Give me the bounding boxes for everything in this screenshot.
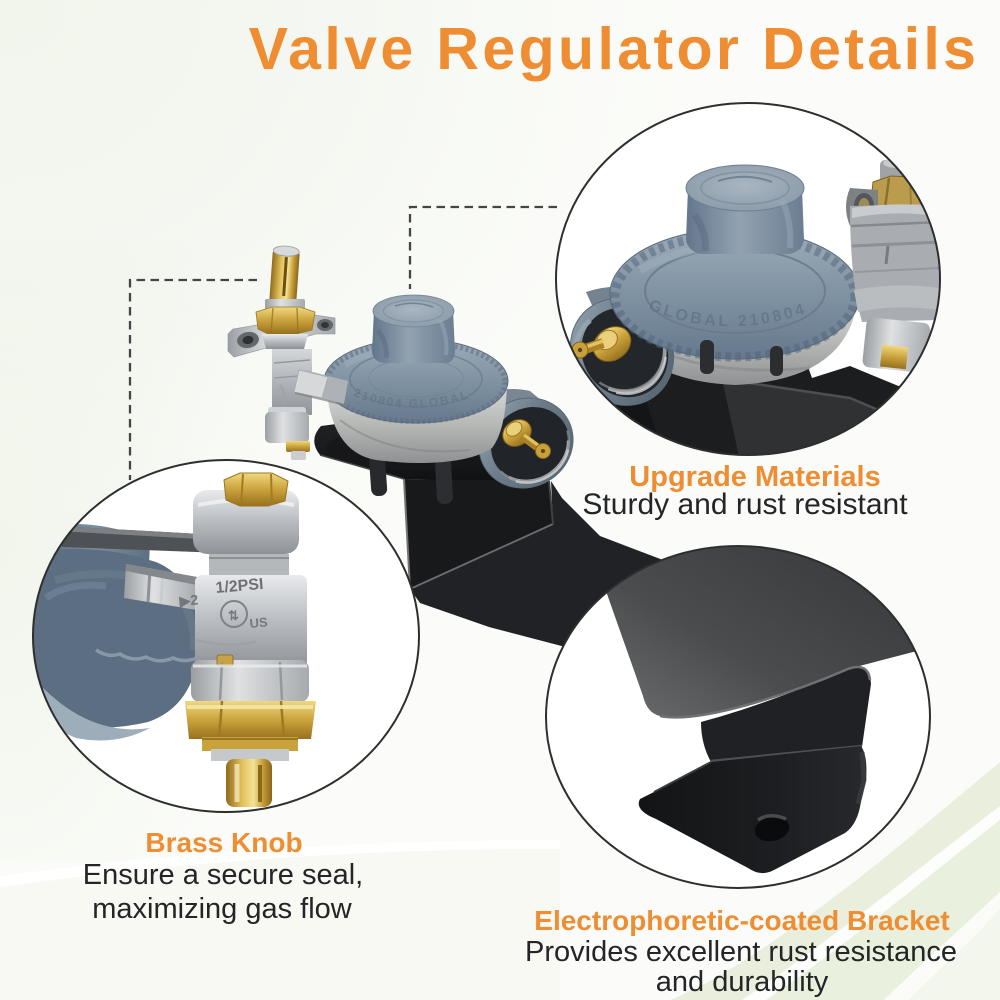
svg-text:Brass Knob: Brass Knob: [145, 827, 302, 858]
svg-text:⇅: ⇅: [228, 608, 239, 623]
svg-text:1/2PSI: 1/2PSI: [215, 576, 264, 597]
svg-text:and durability: and durability: [656, 966, 829, 998]
svg-text:Valve Regulator Details: Valve Regulator Details: [249, 16, 980, 82]
svg-text:Sturdy and rust resistant: Sturdy and rust resistant: [582, 488, 908, 521]
svg-text:maximizing gas flow: maximizing gas flow: [92, 893, 353, 925]
svg-text:Provides excellent rust resist: Provides excellent rust resistance: [525, 936, 957, 968]
svg-text:Ensure a secure seal,: Ensure a secure seal,: [83, 859, 363, 891]
svg-text:▶2: ▶2: [178, 591, 199, 609]
svg-text:US: US: [249, 614, 269, 631]
svg-text:Upgrade Materials: Upgrade Materials: [629, 461, 880, 493]
svg-text:Electrophoretic-coated Bracket: Electrophoretic-coated Bracket: [534, 905, 949, 936]
